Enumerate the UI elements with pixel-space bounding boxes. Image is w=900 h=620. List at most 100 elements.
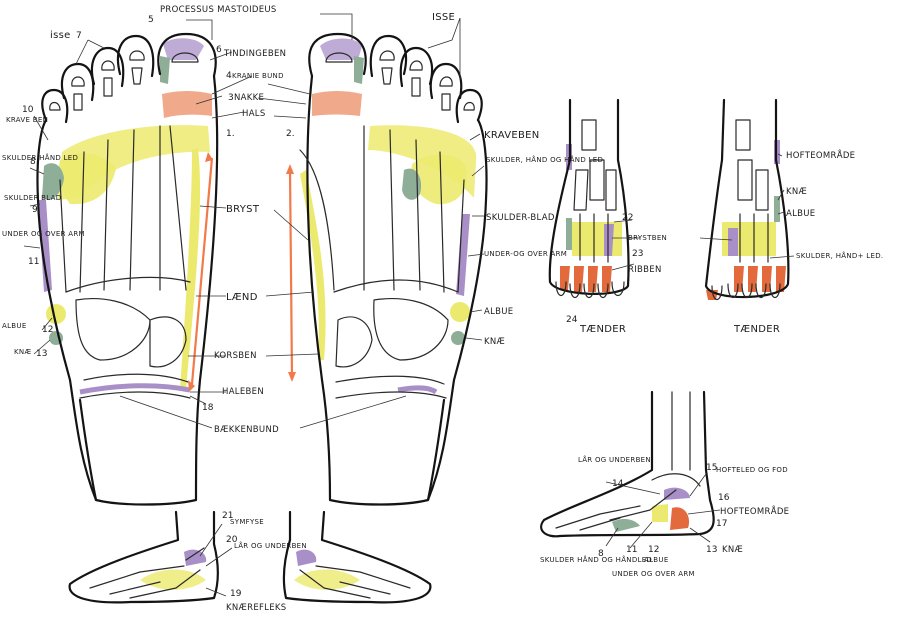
right-sole-spine-yellow <box>300 170 326 360</box>
label-knae-right: KNÆ <box>484 337 505 347</box>
bottom-left-purple <box>184 549 207 566</box>
number-20: 20 <box>226 535 238 545</box>
label-taender-right: TÆNDER <box>733 324 780 335</box>
number-17: 17 <box>716 519 727 529</box>
side-yellow-zone <box>652 504 668 522</box>
label-kraveben-right: KRAVEBEN <box>484 130 540 141</box>
label-isse-left: isse <box>50 30 71 41</box>
number-2: 2. <box>286 129 295 139</box>
right-sole-knee-zone <box>451 331 465 345</box>
number-11: 11 <box>28 257 39 267</box>
right-sole-arm-purple <box>456 214 470 296</box>
left-sole-spine-yellow <box>180 148 201 390</box>
number-9: 9 <box>32 205 38 215</box>
labels: PROCESSUS MASTOIDEUS isse 7 5 ISSE 6 TIN… <box>2 5 883 613</box>
left-sole-shoulder-blade-zone <box>58 153 116 205</box>
bottom-left-medial-foot <box>68 510 219 604</box>
label-hofteomraade: HOFTEOMRÅDE <box>786 149 855 161</box>
number-6: 6 <box>216 45 222 55</box>
label-kranie-bund: KRANIE BUND <box>232 72 284 80</box>
right-sole-elbow-zone <box>450 302 470 322</box>
leader-lines <box>23 13 795 597</box>
number-10: 10 <box>22 105 34 115</box>
label-under-overarm-right: UNDER-OG OVER ARM <box>484 250 567 258</box>
number-12: 12 <box>42 325 53 335</box>
spine-arrows <box>188 152 296 392</box>
label-skulder-haand-side: SKULDER HÅND OG HÅNDLED <box>540 555 652 564</box>
right-sole-pelvis-band <box>397 385 438 395</box>
label-knaerefleks: KNÆREFLEKS <box>226 603 286 613</box>
left-sole-toe-5 <box>41 88 69 124</box>
left-sole-toe-purple <box>163 38 204 60</box>
left-sole-green-toe <box>160 56 170 84</box>
label-bryst: BRYST <box>226 204 260 215</box>
right-sole-shoulder-blade-zone <box>411 154 467 205</box>
left-sole-big-toe <box>157 32 217 78</box>
right-sole <box>299 32 488 506</box>
label-albue-top: ALBUE <box>786 209 815 219</box>
top-right-teeth <box>706 266 786 300</box>
label-nakke: NAKKE <box>234 93 264 103</box>
left-sole-neck-band <box>162 91 212 118</box>
label-knae-side: KNÆ <box>722 545 743 555</box>
label-processus-mastoideus: PROCESSUS MASTOIDEUS <box>160 5 277 15</box>
number-12-side: 12 <box>648 545 659 555</box>
left-sole-pelvis-band <box>79 383 191 395</box>
top-left-purple-zone <box>604 224 614 256</box>
label-knae-left: KNÆ <box>14 348 32 356</box>
number-11-side: 11 <box>626 545 637 555</box>
top-view-right-foot <box>704 98 790 301</box>
label-hals: HALS <box>242 109 266 119</box>
label-laar-og-underben: LÅR OG UNDERBEN <box>578 455 651 464</box>
number-23: 23 <box>632 249 643 259</box>
label-under-overarm-left: UNDER OG OVER ARM <box>2 230 85 238</box>
left-sole-outline <box>36 74 219 506</box>
right-sole-neck-band <box>312 91 362 116</box>
label-albue-right: ALBUE <box>484 307 513 317</box>
label-kraveben-left: KRAVE BEN <box>6 116 48 124</box>
label-baekkenbund: BÆKKENBUND <box>214 425 279 435</box>
right-spine-arrow <box>288 169 294 377</box>
left-sole-toe-2 <box>116 34 155 78</box>
side-view-foot <box>540 390 715 538</box>
number-8-side: 8 <box>598 549 604 559</box>
label-ribben: RIBBEN <box>628 265 662 275</box>
number-4: 4 <box>226 71 232 81</box>
bottom-left-knee-zone <box>140 569 206 590</box>
label-skulder-haandled-top: SKULDER, HÅND+ LED. <box>796 251 883 260</box>
label-isse-right: ISSE <box>432 12 455 23</box>
left-sole-toe-4 <box>60 62 95 102</box>
top-left-teeth <box>560 266 612 292</box>
label-hofteomraade-side: HOFTEOMRÅDE <box>720 505 789 517</box>
left-sole-green-shoulder <box>42 163 64 200</box>
label-albue-left: ALBUE <box>2 322 27 330</box>
label-haleben: HALEBEN <box>222 387 264 397</box>
number-18: 18 <box>202 403 214 413</box>
label-brystben: BRYSTBEN <box>628 234 667 242</box>
label-symfyse: SYMFYSE <box>230 518 264 526</box>
bottom-right-purple <box>296 549 317 566</box>
label-under-overarm-side: UNDER OG OVER ARM <box>612 570 695 578</box>
number-19: 19 <box>230 589 242 599</box>
right-sole-green-shoulder <box>402 168 422 200</box>
top-right-purple-zone <box>728 228 738 256</box>
bottom-right-medial-foot <box>282 510 432 604</box>
label-skulderblad-right: SKULDER-BLAD <box>486 213 555 223</box>
label-skulder-haandled-left: SKULDER HÅND LED <box>2 153 78 162</box>
label-albue-side: ALBUE <box>644 556 669 564</box>
number-24: 24 <box>566 315 578 325</box>
number-21: 21 <box>222 511 233 521</box>
left-sole-arm-purple <box>38 200 52 292</box>
bottom-right-knee-zone <box>294 569 360 590</box>
label-laend: LÆND <box>226 292 258 303</box>
number-8: 8 <box>30 157 36 167</box>
top-left-green <box>566 218 572 250</box>
number-13-side: 13 <box>706 545 717 555</box>
number-1: 1. <box>226 129 235 139</box>
side-green-zone <box>612 519 640 532</box>
top-view-left-foot <box>548 98 630 299</box>
right-sole-green-toe <box>354 56 364 84</box>
number-22: 22 <box>622 213 633 223</box>
side-purple-zone <box>664 487 690 500</box>
number-14: 14 <box>612 479 624 489</box>
